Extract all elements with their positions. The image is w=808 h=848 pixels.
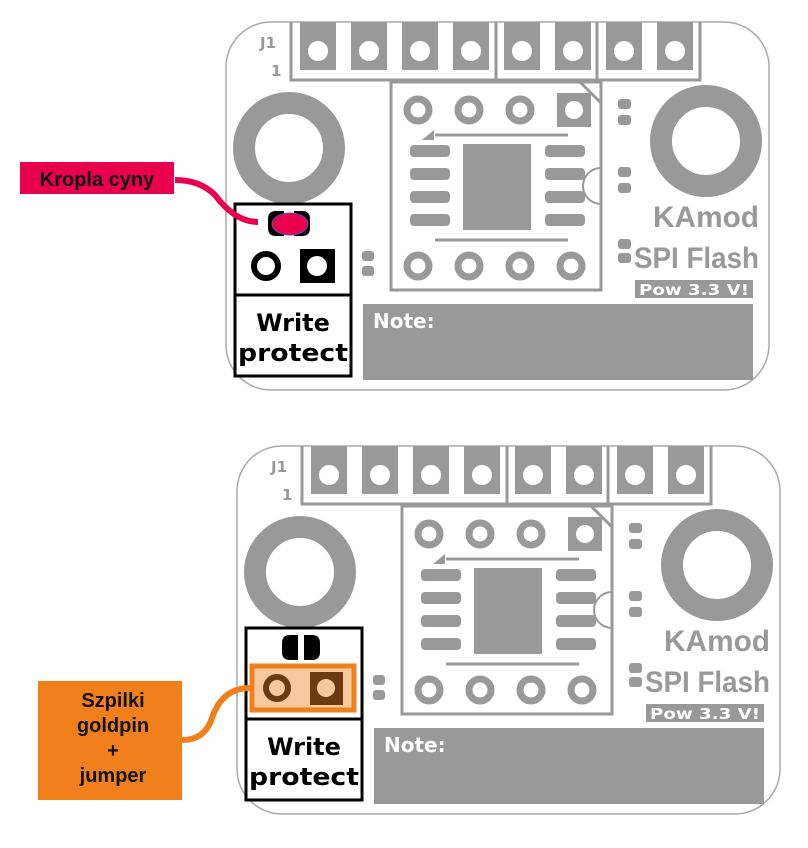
smd-pad-pair — [362, 251, 374, 276]
round-pad — [263, 674, 291, 702]
callout-leader — [181, 685, 251, 743]
callout-box — [38, 681, 182, 800]
smd-pad-pair — [629, 591, 642, 617]
header-pin — [453, 22, 489, 70]
chip-footprint — [389, 80, 603, 292]
smd-pad-pair — [373, 675, 385, 700]
header-pin — [464, 446, 500, 494]
header-pin — [351, 22, 387, 70]
connector-label: J1 — [259, 34, 276, 52]
header-pin — [504, 22, 540, 70]
smd-pad-pair — [629, 523, 642, 549]
header-pin — [617, 446, 653, 494]
header-pin — [668, 446, 704, 494]
mounting-hole-left — [244, 516, 356, 628]
pin1-label: 1 — [282, 486, 292, 504]
smd-pad-pair — [618, 99, 631, 125]
goldpin-jumper — [249, 663, 357, 713]
power-badge — [646, 704, 764, 722]
header-pins — [300, 22, 591, 70]
connector-j1: J1 1 — [270, 446, 713, 506]
header-pin — [413, 446, 449, 494]
solder-jumper-pads — [282, 635, 320, 660]
smd-pad-pair — [618, 239, 631, 263]
write-protect-block: Write protect — [244, 626, 364, 802]
mounting-hole-left — [233, 92, 345, 204]
chip-footprint — [400, 504, 614, 716]
pin1-label: 1 — [271, 62, 281, 80]
callout-text-line1: Szpilki — [81, 690, 144, 712]
header-pin — [515, 446, 551, 494]
pcb-board-bottom: J1 1 — [236, 445, 781, 815]
board-title-line1: KAmod — [664, 625, 770, 658]
connector-j1: J1 1 — [259, 22, 702, 82]
connector-label: J1 — [270, 458, 287, 476]
callout-text: Kropla cyny — [40, 169, 155, 191]
callout-text-line2: goldpin — [77, 715, 149, 737]
board-title-line2: SPI Flash — [645, 666, 770, 699]
header-pin — [555, 22, 591, 70]
callout-text-line3: + — [107, 740, 119, 762]
mounting-hole-right — [661, 509, 773, 621]
header-pin — [300, 22, 336, 70]
board-title-line1: KAmod — [653, 201, 759, 234]
header-pin — [657, 22, 693, 70]
note-area — [374, 728, 764, 804]
smd-pad-pair — [618, 167, 631, 193]
write-protect-block: Write protect — [233, 202, 353, 378]
note-label: Note: — [373, 309, 435, 333]
header-pin — [606, 22, 642, 70]
note-label: Note: — [384, 733, 446, 757]
solder-drop — [271, 212, 309, 236]
round-pad — [251, 251, 281, 281]
wp-label-line2: protect — [249, 763, 359, 791]
board-title-line2: SPI Flash — [634, 242, 759, 275]
header-pin — [566, 446, 602, 494]
callout-box — [20, 162, 174, 194]
wp-label-line1: Write — [267, 733, 341, 761]
callout-text-line4: jumper — [79, 765, 147, 787]
callout-leader — [174, 177, 259, 225]
power-label: Pow 3.3 V! — [650, 705, 760, 723]
mounting-hole-right — [650, 85, 762, 197]
note-area — [363, 304, 753, 380]
wp-label-line2: protect — [238, 339, 348, 367]
power-badge — [635, 280, 753, 298]
pcb-board-top: J1 1 — [20, 21, 770, 391]
header-pin — [402, 22, 438, 70]
smd-pad-pair — [629, 663, 642, 687]
wp-label-line1: Write — [256, 309, 330, 337]
header-pin — [311, 446, 347, 494]
header-pin — [362, 446, 398, 494]
power-label: Pow 3.3 V! — [639, 281, 749, 299]
